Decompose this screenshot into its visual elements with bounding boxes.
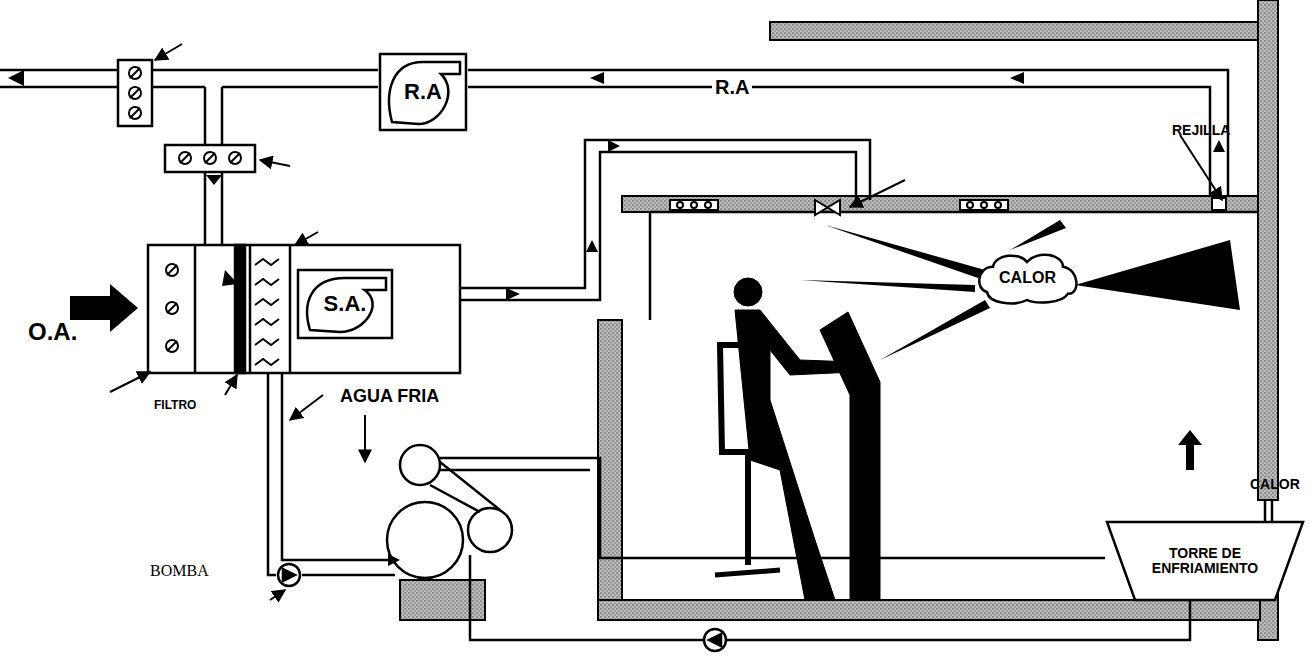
part-label: CALOR <box>1250 476 1300 492</box>
part-label: R.A <box>712 76 752 99</box>
node-text: CALOR <box>999 269 1056 287</box>
part-label: O.A. <box>28 318 77 346</box>
part-label: AGUA FRIA <box>340 386 439 407</box>
node-text: S.A. <box>324 292 367 316</box>
fan-unit: S.A. <box>296 268 394 340</box>
part-label: REJILLA <box>1172 122 1230 138</box>
heat-cloud: CALOR <box>975 250 1080 306</box>
part-label: FILTRO <box>154 398 196 412</box>
node-text: R.A <box>404 80 442 104</box>
node-text: TORRE DE ENFRIAMIENTO <box>1130 546 1280 577</box>
cooling-tower: TORRE DE ENFRIAMIENTO <box>1105 520 1305 602</box>
fan-unit: R.A <box>378 52 468 132</box>
part-label: BOMBA <box>150 562 209 580</box>
